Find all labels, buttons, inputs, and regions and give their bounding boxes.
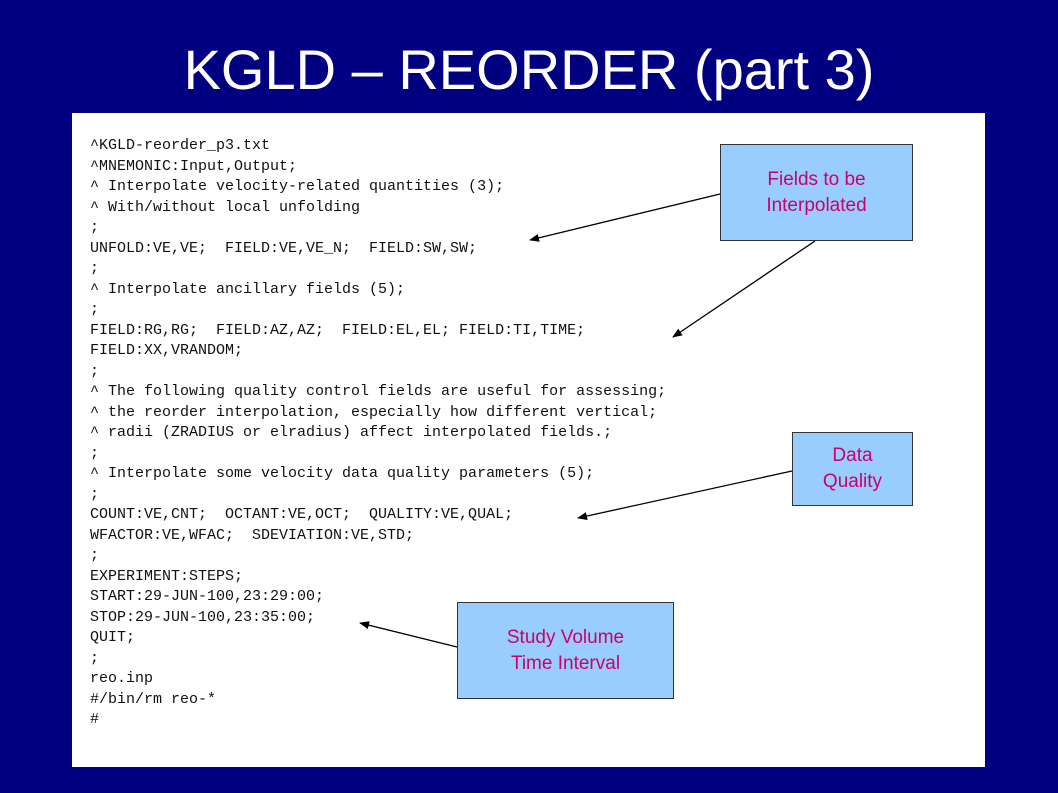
callout-fields-interpolated: Fields to be Interpolated — [720, 144, 913, 241]
callout-fields-line1: Fields to be — [767, 168, 866, 190]
code-line: ^ Interpolate ancillary fields (5); — [90, 280, 406, 298]
code-line: ^ Interpolate velocity-related quantitie… — [90, 178, 505, 195]
code-line: # — [90, 711, 100, 728]
code-line: reo.inp — [90, 670, 154, 687]
code-line: ^KGLD-reorder_p3.txt — [90, 137, 271, 154]
code-line: ; — [90, 260, 100, 277]
code-line: ; — [90, 649, 100, 667]
code-line: ; — [90, 301, 100, 318]
callout-quality-line1: Data — [832, 445, 873, 466]
slide-title: KGLD – REORDER (part 3) — [183, 38, 875, 101]
callout-study-volume: Study Volume Time Interval — [457, 602, 674, 699]
code-line: ; — [90, 362, 100, 380]
code-line: ^ the reorder interpolation, especially … — [90, 403, 658, 421]
callout-study-line1: Study Volume — [506, 626, 625, 648]
code-line: FIELD:RG,RG; FIELD:AZ,AZ; FIELD:EL,EL; F… — [90, 321, 586, 339]
code-listing: ^KGLD-reorder_p3.txt ^MNEMONIC:Input,Outp… — [90, 136, 666, 731]
code-line: FIELD:XX,VRANDOM; — [90, 342, 244, 359]
code-line: ^ Interpolate some velocity data quality… — [90, 465, 595, 482]
code-line: UNFOLD:VE,VE; FIELD:VE,VE_N; FIELD:SW,SW… — [90, 239, 478, 257]
code-line: START:29-JUN-100,23:29:00; — [90, 588, 325, 605]
code-line: ^ radii (ZRADIUS or elradius) affect int… — [90, 424, 613, 441]
callout-quality-line2: Quality — [822, 471, 883, 492]
code-line: ; — [90, 547, 100, 564]
code-line: QUIT; — [90, 629, 136, 646]
code-line: ^ With/without local unfolding — [90, 198, 361, 216]
code-line: ^MNEMONIC:Input,Output; — [90, 157, 298, 175]
callout-fields-line2: Interpolated — [766, 194, 867, 216]
code-line: COUNT:VE,CNT; OCTANT:VE,OCT; QUALITY:VE,… — [90, 506, 514, 523]
code-line: ; — [90, 444, 100, 462]
code-line: ^ The following quality control fields a… — [90, 383, 667, 400]
code-line: WFACTOR:VE,WFAC; SDEVIATION:VE,STD; — [90, 526, 415, 544]
code-line: STOP:29-JUN-100,23:35:00; — [90, 608, 316, 626]
code-line: ; — [90, 219, 100, 236]
callout-study-line2: Time Interval — [510, 652, 621, 674]
code-line: EXPERIMENT:STEPS; — [90, 567, 244, 585]
code-line: #/bin/rm reo-* — [90, 690, 217, 708]
callout-data-quality: Data Quality — [792, 432, 913, 506]
code-line: ; — [90, 485, 100, 503]
